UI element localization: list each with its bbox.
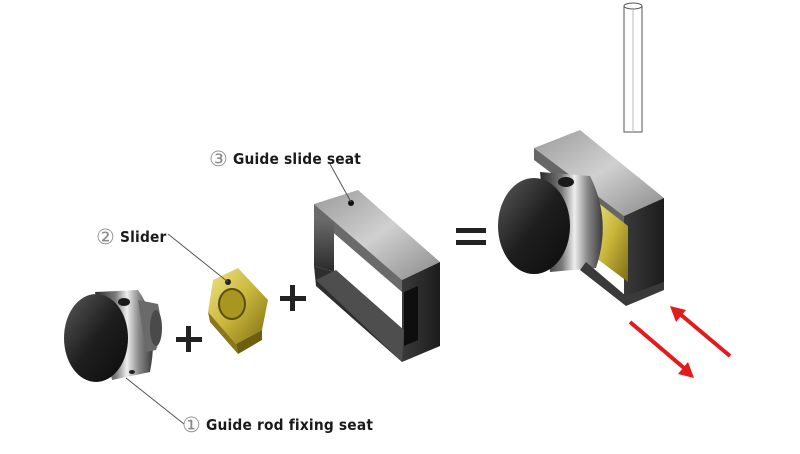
callout-label: Guide slide seat	[232, 150, 361, 168]
motion-arrows	[628, 306, 732, 378]
assembled-unit	[498, 130, 664, 306]
plus-operator-1	[176, 326, 202, 352]
plus-operator-2	[280, 285, 306, 311]
equals-operator	[456, 228, 486, 245]
callout-number: ③	[209, 147, 228, 171]
callout-guide-rod-fixing-seat: ① Guide rod fixing seat	[182, 415, 387, 436]
callout-slider: ② Slider	[96, 227, 170, 248]
leader-lines	[125, 163, 352, 425]
slider-part	[208, 268, 268, 354]
guide-rod-fixing-seat-part	[64, 290, 162, 382]
callout-guide-slide-seat: ③ Guide slide seat	[209, 149, 372, 170]
callout-label: Guide rod fixing seat	[205, 416, 373, 434]
guide-rod	[623, 2, 643, 133]
callout-number: ②	[96, 225, 115, 249]
callout-label: Slider	[119, 228, 167, 246]
callout-number: ①	[182, 413, 201, 437]
guide-slide-seat-part	[314, 190, 440, 362]
